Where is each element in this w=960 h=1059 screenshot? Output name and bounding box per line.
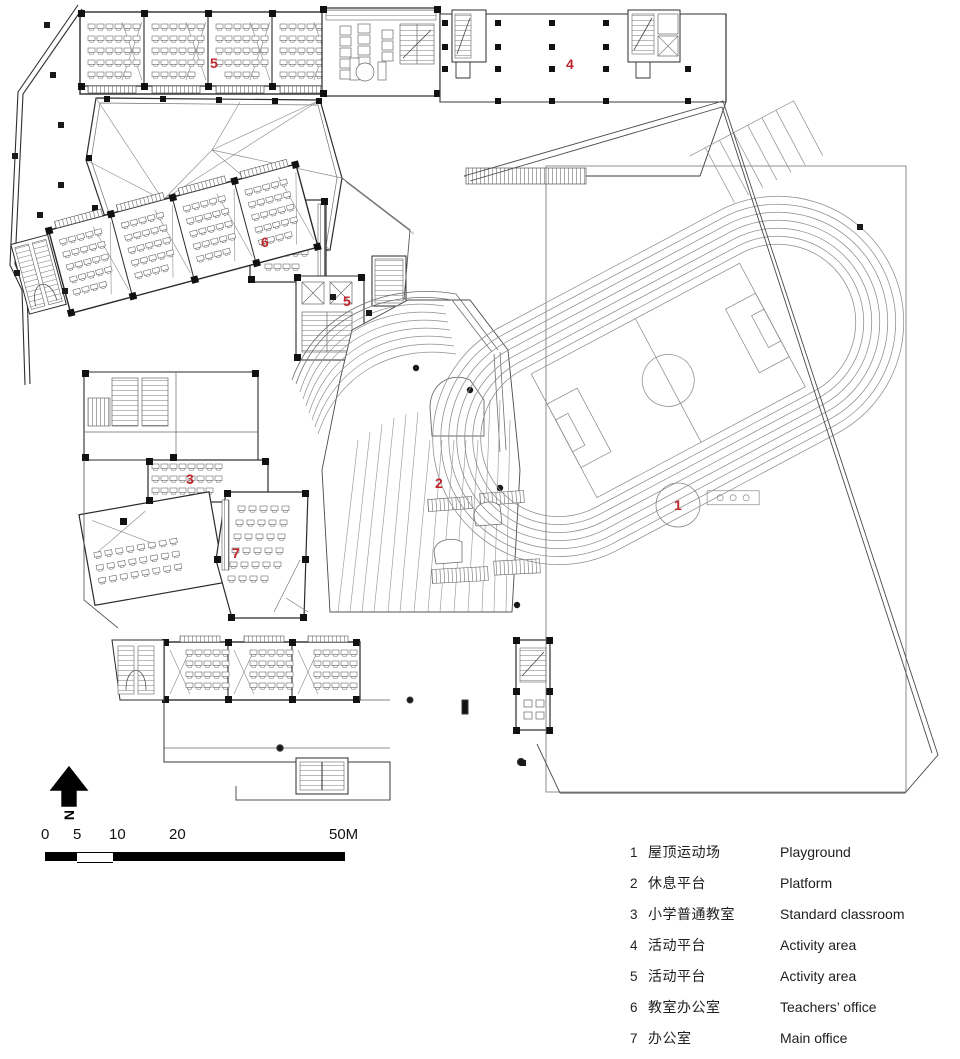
main-office-7 [214,490,309,621]
legend-label-cn: 活动平台 [648,938,706,954]
legend-item-1: 1 屋顶运动场 Playground [630,842,950,873]
legend-label-cn: 休息平台 [648,876,706,892]
marker-circle [655,482,701,528]
activity-deck-north [439,9,727,185]
legend-label-en: Activity area [780,968,857,984]
north-arrow-label: N [61,810,77,820]
legend-item-4: 4 活动平台 Activity area [630,935,950,966]
plan-marker-5a: 5 [210,55,218,71]
legend-number: 1 [630,845,638,860]
west-mid-building [78,370,269,607]
legend-number: 5 [630,969,638,984]
plan-marker-4: 4 [566,56,574,72]
scale-bar-graphic [45,852,395,863]
site-column-dots [12,22,863,766]
legend-label-cn: 教室办公室 [648,1000,721,1016]
site-boundary [9,4,83,386]
legend: 1 屋顶运动场 Playground 2 休息平台 Platform 3 小学普通教室 Stan… [630,842,950,1059]
misc-site-lines [83,460,512,801]
legend-number: 3 [630,907,638,922]
legend-label-en: Platform [780,875,833,891]
legend-label-cn: 办公室 [648,1031,692,1047]
plan-marker-6: 6 [261,234,269,250]
legend-number: 4 [630,938,638,953]
scale-tick-50M: 50M [329,826,359,843]
legend-label-en: Teachers’ office [780,999,877,1015]
legend-number: 7 [630,1031,638,1046]
legend-label-en: Activity area [780,937,857,953]
plan-marker-5b: 5 [343,293,351,309]
legend-label-en: Standard classroom [780,906,905,922]
west-classroom-wing [10,158,322,318]
scale-tick-5: 5 [73,826,82,843]
rest-platform-2 [291,291,541,613]
east-service-core [406,637,553,767]
legend-label-cn: 活动平台 [648,969,706,985]
scale-segment-3 [173,852,345,861]
legend-label-en: Playground [780,844,851,860]
north-arrow: N [47,766,91,822]
north-classroom-wing [78,10,338,95]
legend-label-cn: 小学普通教室 [648,907,735,923]
plan-marker-1: 1 [674,497,682,513]
scale-bar-labels: 0 5 10 20 50M [41,826,395,848]
legend-item-5: 5 活动平台 Activity area [630,966,950,997]
scale-segment-2 [113,852,173,861]
legend-item-3: 3 小学普通教室 Standard classroom [630,904,950,935]
scale-tick-10: 10 [109,826,126,843]
legend-number: 6 [630,1000,638,1015]
scale-tick-20: 20 [169,826,186,843]
legend-item-2: 2 休息平台 Platform [630,873,950,904]
legend-label-cn: 屋顶运动场 [648,845,721,861]
scale-segment-1 [77,852,113,863]
scale-tick-0: 0 [41,826,50,843]
plan-marker-2: 2 [435,475,443,491]
scale-segment-0 [45,852,77,861]
plan-marker-3: 3 [186,471,194,487]
legend-item-7: 7 办公室 Main office [630,1028,950,1059]
plan-marker-7: 7 [232,545,240,561]
south-classroom-wing [111,635,391,801]
legend-item-6: 6 教室办公室 Teachers’ office [630,997,950,1028]
north-arrow-icon: N [49,766,89,820]
legend-number: 2 [630,876,638,891]
legend-label-en: Main office [780,1030,848,1046]
scale-bar: 0 5 10 20 50M [41,826,395,863]
north-service-core [320,6,441,97]
field-site-boundary [463,100,939,794]
